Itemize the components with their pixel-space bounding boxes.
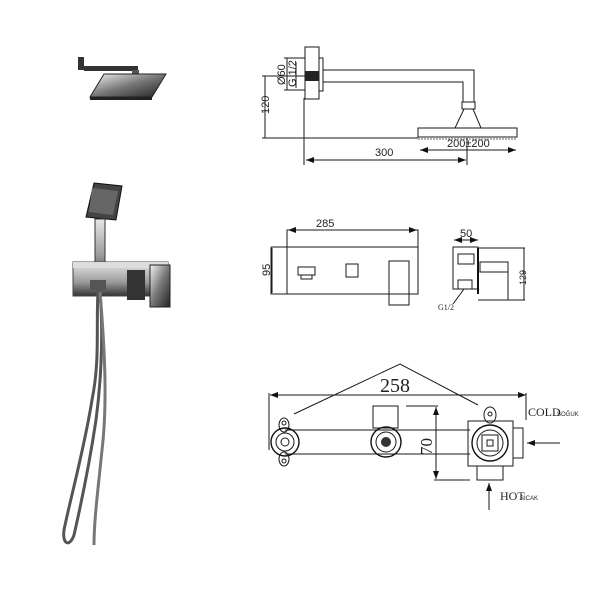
overhead-shower-product-image xyxy=(78,57,167,100)
dim-valve-width: 258 xyxy=(380,375,410,397)
dim-side-height: 129 xyxy=(518,270,528,285)
hot-label-tr: SICAK xyxy=(520,496,538,502)
dim-thread: G 1/2 xyxy=(287,60,299,87)
hot-label: HOT xyxy=(500,489,525,503)
hand-shower-mixer-product-image xyxy=(62,182,171,546)
dim-mixer-height: 95 xyxy=(261,264,273,276)
dim-height-120: 120 xyxy=(260,96,272,114)
dim-mixer-width: 285 xyxy=(316,218,334,230)
dim-head-size: 200±200 xyxy=(447,138,490,150)
valve-body-drawing: 258 70 COLD SOĞUK HOT SICAK xyxy=(268,363,579,510)
cold-label: COLD xyxy=(528,405,561,419)
cold-label-tr: SOĞUK xyxy=(557,411,579,418)
dim-side-depth: 50 xyxy=(460,228,472,240)
shower-arm-dimension-drawing: 120 300 200±200 Ø60 G 1/2 xyxy=(260,46,518,165)
side-thread-label: G1/2 xyxy=(438,303,454,312)
dim-projection-300: 300 xyxy=(375,147,393,159)
dim-flange-diameter: Ø60 xyxy=(276,64,288,85)
dim-valve-height: 70 xyxy=(417,438,436,455)
mixer-side-drawing: 50 129 G1/2 xyxy=(438,228,528,312)
mixer-front-drawing: 285 95 xyxy=(261,218,419,306)
